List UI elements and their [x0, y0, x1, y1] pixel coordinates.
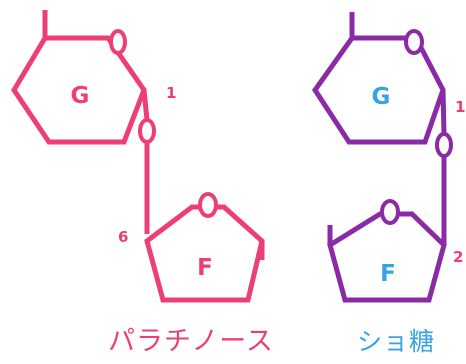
sucrose-fructose-ring-oxygen — [380, 199, 400, 225]
sucrose-position-2: 2 — [453, 248, 463, 266]
sucrose-position-1: 1 — [455, 98, 465, 116]
sucrose-fructose-ring — [327, 211, 447, 303]
palatinose-fructose-label: F — [197, 255, 213, 281]
sucrose-glucose-label: G — [372, 84, 391, 110]
palatinose-position-6: 6 — [118, 228, 128, 246]
palatinose-glucose-ring — [11, 35, 147, 145]
palatinose-position-1: 1 — [166, 84, 176, 102]
sucrose-fructose-label: F — [380, 261, 396, 287]
palatinose-glycosidic-bond — [141, 89, 150, 234]
palatinose-caption: パラチノース — [108, 326, 274, 357]
sucrose-structure: G F 1 2 — [311, 12, 465, 303]
palatinose-fructose-ring-oxygen — [198, 192, 218, 218]
palatinose-glucose-ring-oxygen — [109, 29, 127, 55]
sucrose-glycosidic-oxygen — [435, 132, 453, 158]
sucrose-glycosidic-bond — [440, 89, 447, 245]
palatinose-glycosidic-oxygen — [138, 118, 156, 144]
palatinose-glucose-label: G — [71, 83, 90, 109]
palatinose-structure: G F 1 6 — [11, 10, 265, 303]
sucrose-caption: ショ糖 — [357, 327, 436, 356]
palatinose-fructose-ring — [144, 204, 265, 303]
sucrose-glucose-ring-oxygen — [404, 29, 424, 55]
